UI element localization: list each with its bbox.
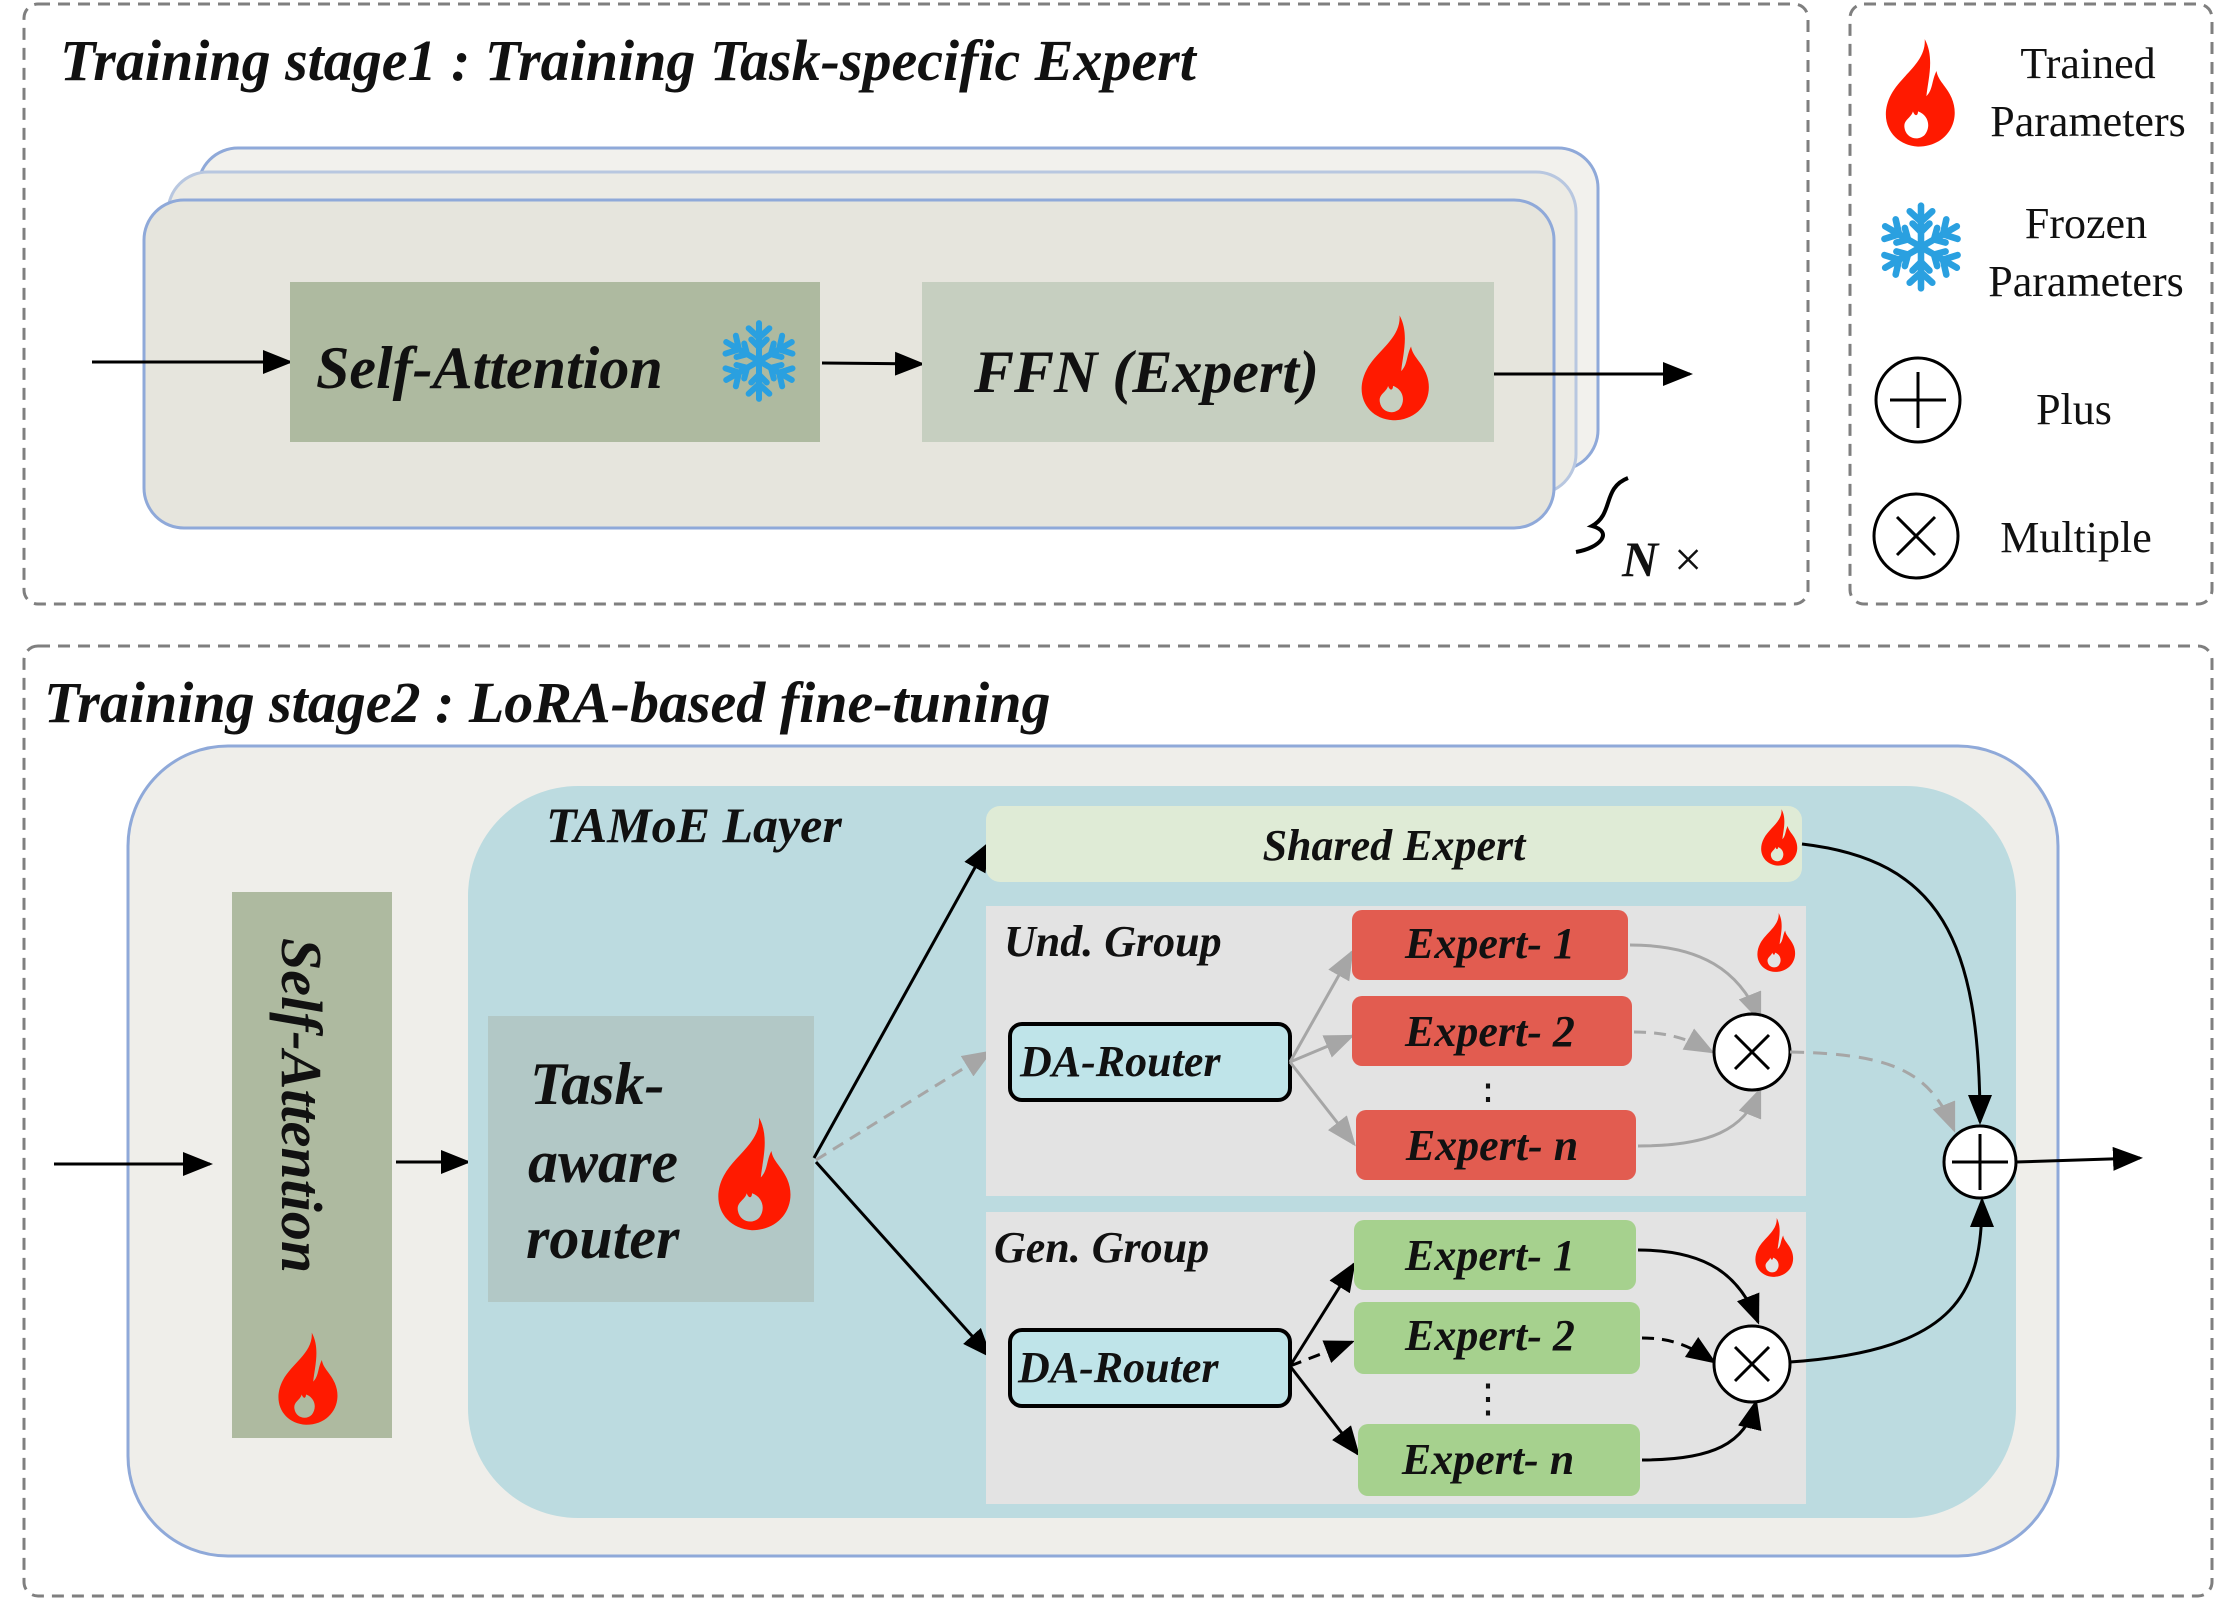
- legend-frozen-line1: Frozen: [2025, 199, 2147, 248]
- tamoe-layer-label: TAMoE Layer: [546, 797, 842, 853]
- output-plus-icon: [1942, 1124, 2018, 1200]
- router-to-gen-arrow: [814, 1160, 993, 1359]
- und-expert-2-to-mult: [1633, 1028, 1715, 1054]
- stage1-ffn-label: FFN (Expert): [973, 339, 1319, 405]
- gen-expert-1: [1354, 1220, 1636, 1290]
- und-da-router-label: DA-Router: [1019, 1037, 1221, 1086]
- legend-snowflake-icon: [1880, 206, 1963, 289]
- gen-expert-2-label: Expert- 2: [1404, 1311, 1575, 1360]
- shared-expert-block: [986, 806, 1802, 882]
- gen-route-n: [1288, 1365, 1360, 1457]
- und-expert-n: [1356, 1110, 1636, 1180]
- stage2-frame: [22, 644, 2214, 1598]
- legend-trained-line2: Parameters: [1990, 97, 2185, 146]
- stage1-repeat-n: N: [1621, 531, 1660, 587]
- stage1-mid-arrow: [821, 351, 925, 376]
- gen-expert-2-to-mult: [1641, 1336, 1717, 1364]
- legend-plus-icon: [1874, 356, 1962, 444]
- gen-expert-2: [1354, 1302, 1640, 1374]
- gen-da-router-label: DA-Router: [1017, 1343, 1219, 1392]
- router-label-line1: Task-: [530, 1051, 664, 1117]
- und-route-2: [1289, 1034, 1355, 1064]
- router-to-und-arrow: [815, 1050, 993, 1162]
- gen-route-2: [1289, 1340, 1355, 1368]
- router-label-line3: router: [526, 1205, 680, 1271]
- und-route-n: [1288, 1061, 1356, 1147]
- und-expert-n-to-mult: [1637, 1087, 1762, 1148]
- stage2-self-attention-label: Self-Attention: [269, 938, 334, 1273]
- gen-expert-ellipsis: ⋮: [1468, 1376, 1508, 1421]
- gen-group-label: Gen. Group: [994, 1223, 1209, 1272]
- router-label-line2: aware: [528, 1129, 678, 1195]
- und-multiply-icon: [1712, 1012, 1792, 1092]
- stage1-repeat-brace: [1575, 476, 1629, 554]
- und-expert-1-label: Expert- 1: [1404, 919, 1575, 968]
- stage2-output-arrow: [2015, 1146, 2143, 1171]
- gen-expert-1-to-mult: [1637, 1248, 1760, 1325]
- legend-plus-label: Plus: [2036, 385, 2112, 434]
- shared-expert-label: Shared Expert: [1263, 821, 1528, 870]
- gen-expert-n-to-mult: [1641, 1399, 1762, 1462]
- und-expert-2-label: Expert- 2: [1404, 1007, 1575, 1056]
- gen-multiply-icon: [1712, 1324, 1792, 1404]
- und-expert-n-label: Expert- n: [1405, 1121, 1578, 1170]
- und-group-label: Und. Group: [1004, 917, 1222, 966]
- gen-expert-n: [1358, 1424, 1640, 1496]
- legend-frozen-line2: Parameters: [1988, 257, 2183, 306]
- gen-mult-to-plus: [1789, 1197, 1994, 1364]
- stage1-self-attention-label: Self-Attention: [316, 335, 663, 401]
- und-expert-1: [1352, 910, 1628, 980]
- legend-multiple-icon: [1872, 492, 1960, 580]
- legend-flame-icon: [1885, 39, 1955, 147]
- stage1-repeat-times: ×: [1674, 531, 1702, 587]
- und-expert-2: [1352, 996, 1632, 1066]
- legend-multiple-label: Multiple: [2000, 513, 2152, 562]
- gen-expert-1-label: Expert- 1: [1404, 1231, 1575, 1280]
- stage1-title: Training stage1 : Training Task-specific…: [60, 28, 1198, 93]
- stage1-frame: [22, 2, 1810, 606]
- und-expert-1-to-mult: [1629, 943, 1762, 1023]
- und-mult-to-plus: [1789, 1050, 1956, 1133]
- stage2-title: Training stage2 : LoRA-based fine-tuning: [44, 670, 1051, 735]
- legend-trained-line1: Trained: [2020, 39, 2155, 88]
- router-to-shared-arrow: [812, 841, 990, 1159]
- gen-expert-n-label: Expert- n: [1401, 1435, 1574, 1484]
- legend-frame: [1848, 2, 2214, 606]
- shared-expert-to-plus: [1801, 842, 1992, 1125]
- gen-route-1: [1288, 1261, 1356, 1367]
- und-route-1: [1288, 949, 1354, 1063]
- stage1-self-attention-block: [290, 282, 820, 442]
